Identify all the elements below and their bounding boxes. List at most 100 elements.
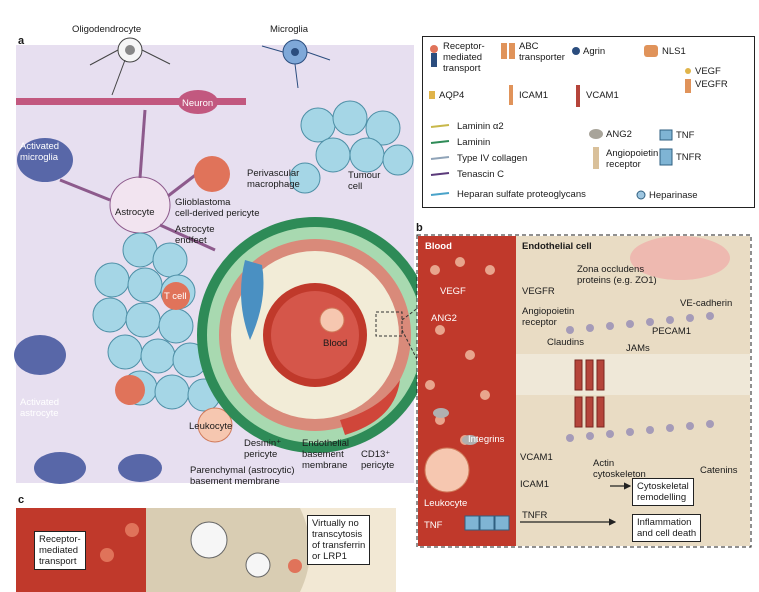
neuron-axon	[16, 98, 246, 105]
zoom-box	[375, 311, 403, 337]
b-label-ang2: ANG2	[431, 313, 457, 324]
label-perivascular-1: Perivascular	[247, 168, 300, 179]
microglia-cell	[261, 39, 331, 89]
panel-a-letter: a	[18, 35, 25, 47]
c-receptor-line-2: mediated	[39, 545, 79, 556]
neuron-body	[178, 90, 218, 114]
label-microglia: Microglia	[270, 24, 309, 35]
b-label-endothelial-cell: Endothelial cell	[522, 241, 592, 252]
panel-b-nucleus	[630, 236, 730, 280]
label-desmin-1: Desmin⁺	[244, 438, 282, 449]
label-parenchymal-1: Parenchymal (astrocytic)	[190, 465, 295, 476]
label-neuron: Neuron	[182, 98, 214, 109]
label-endothelial-bm-1: Endothelial	[302, 438, 350, 449]
label-tumour-cell-2: cell	[348, 181, 363, 192]
b-label-vcam1: VCAM1	[520, 452, 553, 463]
b-label-tnfr: TNFR	[522, 510, 548, 521]
blood-vessel	[197, 217, 433, 453]
panel-b-blood	[418, 236, 516, 546]
label-glioblastoma-2: cell-derived pericyte	[175, 208, 260, 219]
legend-abc-2: transporter	[519, 52, 565, 63]
b-label-tnf: TNF	[424, 520, 443, 531]
tight-junction-strands	[574, 359, 605, 428]
type4-line	[430, 156, 450, 160]
receptor-mediated-icon	[430, 45, 438, 67]
label-parenchymal-2: basement membrane	[190, 476, 280, 487]
b-label-ang-receptor-1: Angiopoietin	[522, 306, 575, 317]
inflammation-line-1: Inflammation	[637, 517, 692, 528]
c-receptor-line-1: Receptor-	[39, 534, 81, 545]
c-no-transcytosis-box: Virtually no transcytosis of transferrin…	[307, 515, 371, 565]
legend-type4: Type IV collagen	[457, 153, 528, 164]
label-cd13-2: pericyte	[361, 460, 395, 471]
legend-vegfr: VEGFR	[695, 79, 728, 90]
label-activated-astrocyte-1: Activated	[20, 397, 60, 408]
panel-b-leukocyte-cell	[424, 447, 470, 493]
legend-hspg: Heparan sulfate proteoglycans	[457, 189, 586, 200]
tnfr-icon	[659, 148, 673, 166]
legend-icam1: ICAM1	[519, 90, 549, 101]
label-tumour-cell-1: Tumour	[348, 170, 381, 181]
panel-c-vesicle	[190, 521, 228, 559]
c-transcytosis-line-3: of transferrin	[312, 540, 366, 551]
b-label-ang-receptor-2: receptor	[522, 317, 557, 328]
b-label-jams: JAMs	[626, 343, 650, 354]
legend-tnf: TNF	[676, 130, 695, 141]
icam1-icon	[509, 85, 513, 105]
legend-receptor-3: transport	[443, 63, 481, 74]
panel-c-endothelium	[146, 508, 310, 592]
label-leukocyte: Leukocyte	[189, 421, 233, 432]
b-label-claudins: Claudins	[547, 337, 584, 348]
legend-laminin-a2: Laminin α2	[457, 121, 504, 132]
tumour-cells-upper	[289, 100, 414, 194]
b-label-pecam1: PECAM1	[652, 326, 692, 337]
c-transcytosis-line-4: or LRP1	[312, 551, 347, 562]
b-label-leukocyte: Leukocyte	[424, 498, 468, 509]
label-endothelial-bm-2: basement	[302, 449, 344, 460]
label-glioblastoma-1: Glioblastoma	[175, 197, 231, 208]
legend-symbols	[429, 43, 691, 200]
panel-b-junction-gap	[516, 354, 750, 395]
vegf-vegfr-icon	[685, 68, 691, 93]
laminin-a2-line	[430, 124, 450, 128]
cyto-remodel-line-2: remodelling	[637, 492, 687, 503]
label-desmin-2: pericyte	[244, 449, 278, 460]
c-receptor-mediated-box: Receptor- mediated transport	[34, 531, 86, 570]
label-astrocyte: Astrocyte	[115, 207, 155, 218]
b-label-zona-1: Zona occludens	[577, 264, 645, 275]
label-activated-astrocyte-2: astrocyte	[20, 408, 59, 419]
astrocyte-cell	[59, 109, 216, 252]
actin-chains	[566, 312, 714, 442]
leukocyte-cell-a	[197, 407, 233, 443]
hspg-line	[430, 192, 450, 196]
vcam1-icon	[576, 85, 580, 107]
c-transcytosis-line-2: transcytosis	[312, 529, 363, 540]
c-receptor-line-3: transport	[39, 556, 77, 567]
b-label-integrins: Integrins	[468, 434, 505, 445]
b-label-ve-cadherin: VE-cadherin	[680, 298, 733, 309]
legend: Receptor- mediated transport ABC transpo…	[422, 36, 755, 208]
desmin-pericyte-shape	[241, 260, 264, 340]
heparinase-icon	[636, 190, 646, 200]
tenascin-line	[430, 172, 450, 176]
legend-ang-receptor-1: Angiopoietin	[606, 148, 659, 159]
cyto-remodel-line-1: Cytoskeletal	[637, 481, 689, 492]
tnf-icon	[659, 129, 673, 141]
legend-ang2: ANG2	[606, 129, 632, 140]
legend-tnfr: TNFR	[676, 152, 702, 163]
label-tcell: T cell	[164, 291, 187, 302]
legend-abc-1: ABC	[519, 41, 539, 52]
angiopoietin-receptor-icon	[593, 147, 599, 169]
cytoskeletal-remodelling-box: Cytoskeletal remodelling	[632, 478, 694, 506]
agrin-icon	[572, 47, 580, 55]
panel-c-letter: c	[18, 494, 25, 506]
b-label-zona-2: proteins (e.g. ZO1)	[577, 275, 657, 286]
label-activated-microglia-2: microglia	[20, 152, 59, 163]
legend-nls1: NLS1	[662, 46, 686, 57]
legend-tenascin: Tenascin C	[457, 169, 504, 180]
b-label-vegfr: VEGFR	[522, 286, 555, 297]
label-endothelial-bm-3: membrane	[302, 460, 348, 471]
legend-aqp4: AQP4	[439, 90, 465, 101]
panel-b-letter: b	[416, 222, 423, 234]
legend-receptor-2: mediated	[443, 52, 483, 63]
